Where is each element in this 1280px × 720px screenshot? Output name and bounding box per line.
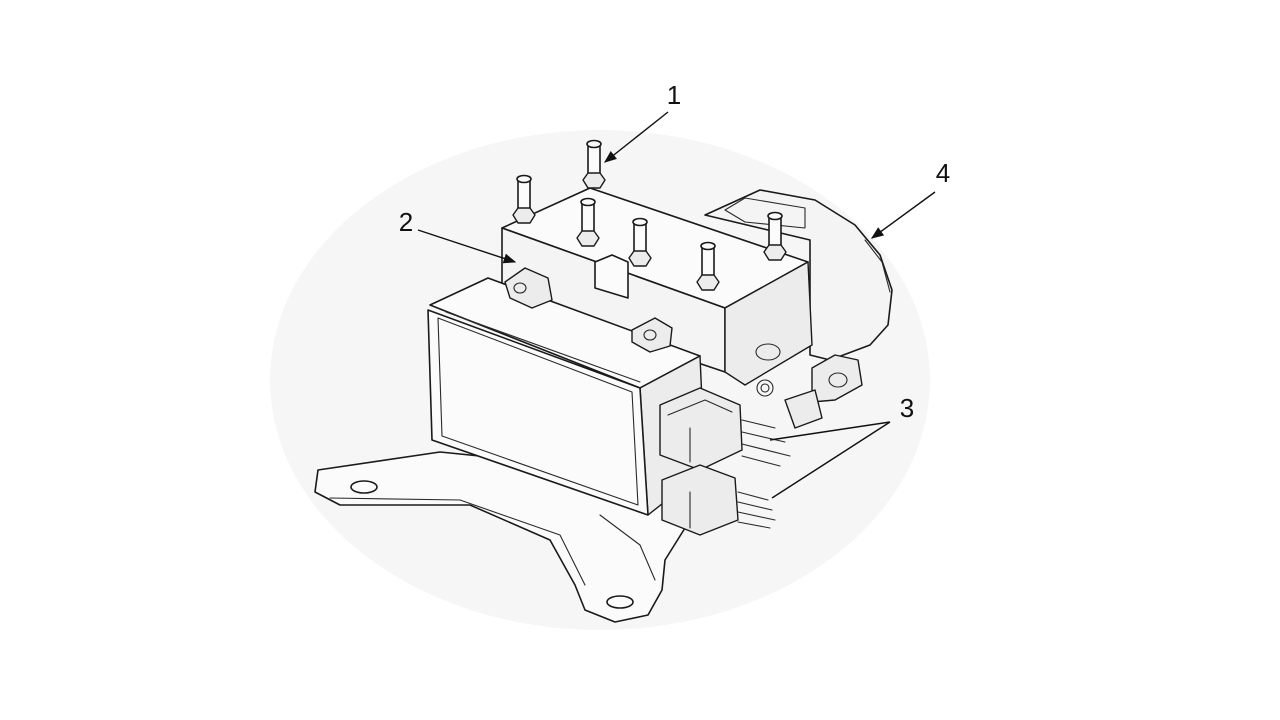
pump-motor [704,189,893,429]
leader-1 [604,111,669,163]
callout-labels: 1 2 3 4 [399,80,950,423]
brake-line-fitting [628,217,652,267]
callout-4: 4 [936,158,950,188]
leader-4 [870,191,936,239]
brake-line-fitting [582,139,606,189]
brake-line-fitting [512,174,536,224]
electrical-connectors [659,387,791,536]
leader-2 [417,229,517,264]
callout-2: 2 [399,207,413,237]
leader-3a [769,421,891,441]
callout-3: 3 [900,393,914,423]
brake-line-fitting [763,211,787,261]
bracket-hole-bottom [606,595,634,609]
brake-line-fittings [512,139,787,291]
callout-leaders [417,111,936,499]
brake-line-fitting [696,241,720,291]
connector-upper [659,387,791,471]
leader-3b [771,421,891,499]
brake-line-fitting [576,197,600,247]
bracket-hole-left [350,480,378,494]
connector-lower [661,464,776,536]
callout-1: 1 [667,80,681,110]
